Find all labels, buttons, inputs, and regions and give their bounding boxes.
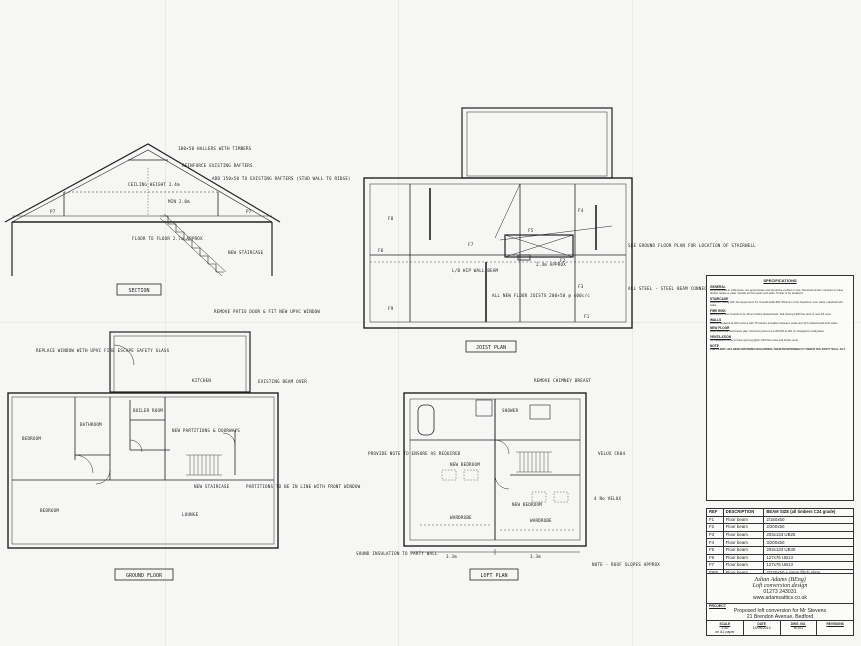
loft-note-slopes: NOTE - ROOF SLOPES APPROX (592, 562, 660, 567)
loft-room-wardrobe-1: WARDROBE (450, 515, 472, 520)
beam-f8: F8 (388, 216, 394, 221)
col-beam-size: BEAM SIZE (all timbers C24 grade) (763, 508, 854, 517)
joist-note-stairwell: SEE GROUND FLOOR PLAN FOR LOCATION OF ST… (628, 243, 756, 248)
gf-note-partitions: NEW PARTITIONS & DOORWAYS (172, 428, 240, 433)
loft-dim-2: 3.3m (530, 554, 541, 559)
loft-plan-label: LOFT PLAN (480, 573, 507, 579)
project-line-2: 21 Brendon Avenue, Bedford (746, 614, 814, 620)
section-note-1: 100×50 HALLERS WITH TIMBERS (178, 146, 252, 151)
table-header-row: REF DESCRIPTION BEAM SIZE (all timbers C… (706, 508, 854, 517)
website: www.adamsattics.co.uk (753, 595, 807, 601)
title-block: Julian Adams (BEng) Loft conversion desi… (706, 573, 854, 636)
company-subtitle: Loft conversion design (752, 583, 808, 589)
room-bedroom-2: BEDROOM (40, 508, 59, 513)
beam-f2: F2 (560, 258, 566, 263)
section-note-7: NEW STAIRCASE (228, 250, 264, 255)
loft-note-chimney: REMOVE CHIMNEY BREAST (534, 378, 591, 383)
section-note-5: MIN 2.0m (168, 199, 190, 204)
phone-number: 01273 243031 (763, 589, 797, 595)
gf-note-patio: REMOVE PATIO DOOR & FIT NEW UPVC WINDOW (214, 309, 320, 314)
loft-note-velux: VELUX CK04 (598, 451, 625, 456)
room-bathroom: BATHROOM (80, 422, 102, 427)
ground-floor-drawing: KITCHEN BATHROOM BEDROOM BEDROOM LOUNGE … (7, 309, 361, 581)
loft-note-provide: PROVIDE NOTE TO ENSURE AS REQUIRED (368, 451, 461, 456)
project-line-1: Proposed loft conversion for Mr Stevens (733, 608, 827, 614)
loft-room-wardrobe-2: WARDROBE (530, 518, 552, 523)
section-marker-right: P7 (246, 209, 252, 214)
beam-f4: F4 (578, 208, 584, 213)
loft-dim-1: 3.3m (446, 554, 457, 559)
section-label: SECTION (128, 288, 149, 294)
joist-note-hipwall: L/B HIP WALL BEAM (452, 268, 499, 273)
joist-plan-drawing: F8 F9 F4 F3 F5 F7 F6 F2 F1 ALL STEEL - S… (363, 107, 770, 353)
designer-name: Julian Adams (BEng) (754, 577, 806, 583)
loft-room-shower: SHOWER (502, 408, 519, 413)
room-kitchen: KITCHEN (192, 378, 211, 383)
room-bedroom-1: BEDROOM (22, 436, 41, 441)
col-description: DESCRIPTION (722, 508, 765, 517)
joist-note-steel: ALL STEEL - STEEL BEAM CONNECTIONS TO BE… (628, 286, 770, 291)
section-note-2: REINFORCE EXISTING RAFTERS (182, 163, 253, 168)
loft-note-4velux: 4 No VELUX (594, 496, 621, 501)
section-note-4: CEILING HEIGHT 2.4m (128, 182, 180, 187)
beam-f5: F5 (528, 228, 534, 233)
ground-floor-label: GROUND FLOOR (126, 573, 163, 579)
project-label: PROJECT (707, 603, 853, 608)
beam-f1: F1 (584, 314, 590, 319)
section-drawing: 100×50 HALLERS WITH TIMBERS REINFORCE EX… (4, 143, 351, 296)
beam-f7: F7 (468, 242, 474, 247)
dwg-no-cell: DWG. NO.B/101 (781, 621, 818, 635)
joist-note-dim: 2.4m APPROX (536, 262, 566, 267)
joist-note-joists: ALL NEW FLOOR JOISTS 200×50 @ 400c/c (492, 293, 590, 298)
loft-note-sound: SOUND INSULATION TO PARTY WALL (356, 551, 438, 556)
section-marker-left: P7 (50, 209, 56, 214)
beam-f3: F3 (578, 284, 584, 289)
beam-f6: F6 (378, 248, 384, 253)
section-note-3: ADD 150×50 TO EXISTING RAFTERS (STUD WAL… (212, 176, 351, 181)
room-staircase: NEW STAIRCASE (194, 484, 230, 489)
section-note-6: FLOOR TO FLOOR 2.7m APPROX (132, 236, 203, 241)
gf-note-beam: EXISTING BEAM OVER (258, 379, 307, 384)
gf-note-window: REPLACE WINDOW WITH UPVC FIRE ESCAPE SAF… (36, 348, 170, 353)
loft-room-bedroom-1: NEW BEDROOM (450, 462, 480, 467)
revisions-cell: REVISIONS (826, 621, 844, 626)
loft-room-bedroom-2: NEW BEDROOM (512, 502, 542, 507)
beam-f9: F9 (388, 306, 394, 311)
col-ref: REF (706, 508, 724, 517)
room-lounge: LOUNGE (182, 512, 199, 517)
gf-note-front: PARTITIONS TO BE IN LINE WITH FRONT WIND… (246, 484, 361, 489)
room-boiler: BOILER ROOM (133, 408, 163, 413)
loft-plan-drawing: NEW BEDROOM NEW BEDROOM SHOWER WARDROBE … (356, 378, 660, 581)
joist-plan-label: JOIST PLAN (476, 345, 506, 351)
spec-title: SPECIFICATIONS (763, 278, 797, 283)
